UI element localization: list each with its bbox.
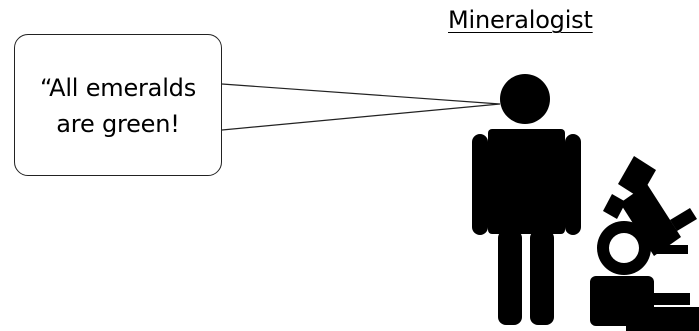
speech-bubble [14, 34, 222, 176]
speech-bubble-tail [221, 83, 501, 131]
speech-bubble-text: “All emeralds are green! [39, 74, 196, 138]
microscope-icon [590, 156, 699, 331]
mineralogist-title: Mineralogist [448, 6, 593, 34]
person-icon [472, 74, 581, 325]
